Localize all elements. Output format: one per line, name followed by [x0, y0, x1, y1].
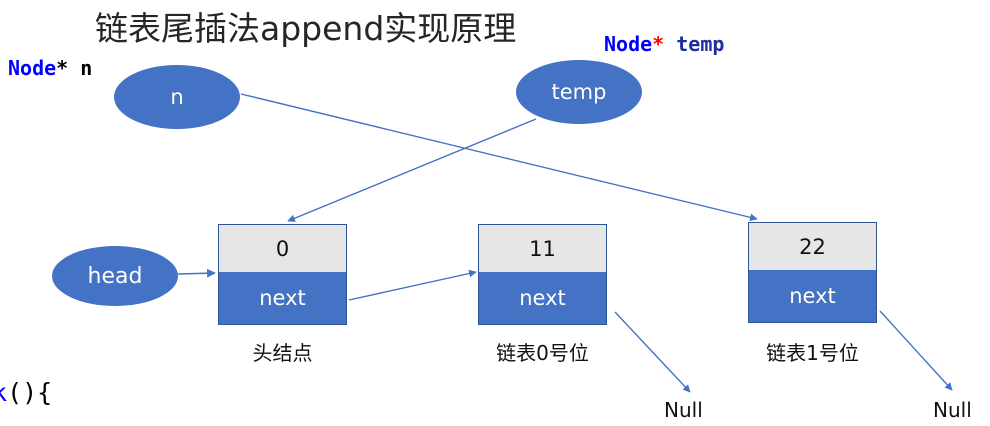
pointer-label-temp: temp	[551, 80, 607, 104]
node-1-caption: 链表0号位	[496, 341, 589, 365]
pointer-ellipse-head: head	[52, 246, 178, 306]
declaration-star-n: *	[56, 56, 69, 80]
declaration-type-temp: Node	[604, 32, 653, 56]
linked-list-node-0: 0 next	[218, 224, 347, 325]
declaration-star-temp: *	[652, 32, 665, 56]
declaration-label-n: Node* n	[8, 56, 92, 80]
declaration-label-temp: Node* temp	[604, 32, 724, 56]
arrow-n-to-node2	[240, 93, 758, 222]
node-0-value: 0	[219, 225, 346, 272]
declaration-var-n: n	[80, 56, 93, 80]
pointer-ellipse-temp: temp	[516, 60, 642, 124]
page-title: 链表尾插法append实现原理	[95, 9, 517, 48]
node-2-caption: 链表1号位	[766, 341, 859, 365]
null-label-node1: Null	[664, 398, 703, 422]
node-0-caption: 头结点	[252, 341, 313, 365]
code-fragment: k(){	[0, 378, 52, 407]
code-fragment-function: k	[0, 378, 7, 407]
arrow-temp-to-node0	[287, 118, 537, 222]
pointer-label-n: n	[170, 85, 184, 109]
pointer-ellipse-n: n	[114, 65, 240, 129]
declaration-type-n: Node	[8, 56, 57, 80]
node-0-next-cell: next	[219, 272, 346, 324]
code-fragment-punct: (){	[7, 378, 53, 407]
null-label-node2: Null	[933, 398, 972, 422]
arrow-node1-next-to-null	[614, 311, 691, 393]
node-2-value: 22	[749, 223, 876, 270]
arrow-head-to-node0	[177, 268, 216, 278]
linked-list-node-2: 22 next	[748, 222, 877, 323]
node-1-next-cell: next	[479, 272, 606, 324]
arrow-node0-next-to-node1	[348, 269, 477, 301]
node-2-next-cell: next	[749, 270, 876, 322]
node-1-value: 11	[479, 225, 606, 272]
arrow-node2-next-to-null	[879, 310, 953, 391]
declaration-var-temp: temp	[676, 32, 725, 56]
pointer-label-head: head	[87, 263, 143, 289]
linked-list-node-1: 11 next	[478, 224, 607, 325]
